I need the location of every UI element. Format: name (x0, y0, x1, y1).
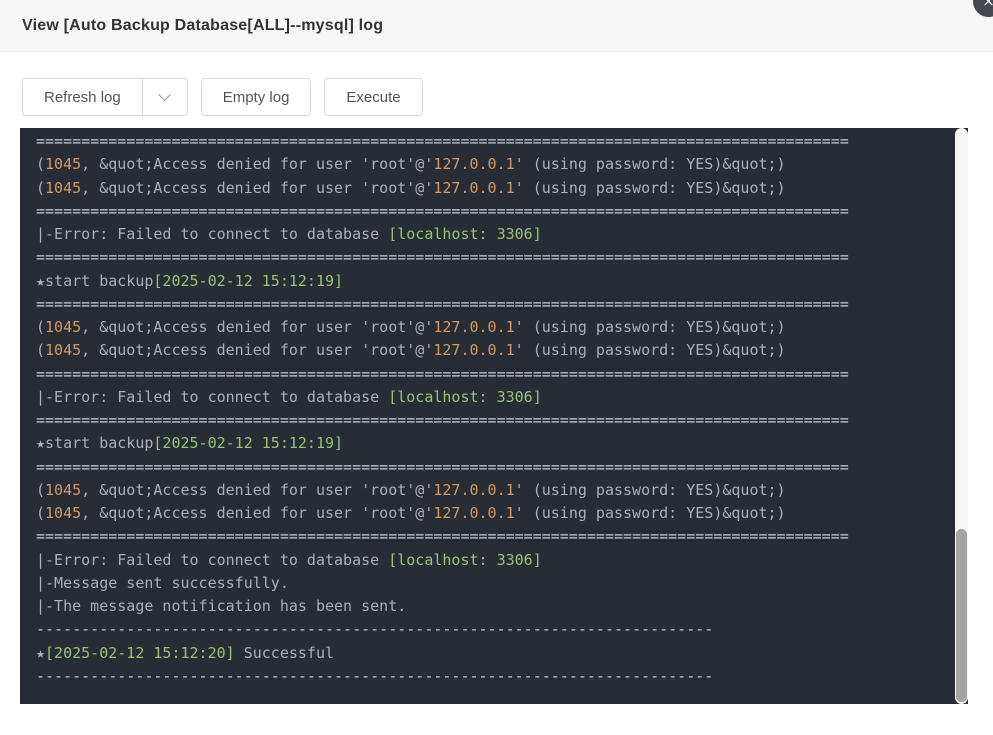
log-scrollbar-thumb[interactable] (956, 529, 967, 702)
log-line: |-Message sent successfully. (36, 573, 289, 592)
toolbar: Refresh log Empty log Execute (0, 52, 993, 116)
execute-button[interactable]: Execute (324, 78, 423, 116)
refresh-split-button: Refresh log (22, 78, 188, 116)
log-line: ★[2025-02-12 15:12:20] Successful (36, 643, 335, 662)
log-line: |-The message notification has been sent… (36, 597, 407, 615)
log-line: (1045, &quot;Access denied for user 'roo… (36, 341, 786, 360)
log-line: |-Error: Failed to connect to database [… (36, 550, 542, 569)
log-scrollbar[interactable] (955, 128, 968, 704)
log-line: ========================================… (36, 527, 849, 546)
dialog-title: View [Auto Backup Database[ALL]--mysql] … (22, 16, 384, 34)
log-line: ========================================… (36, 248, 849, 267)
log-line: ----------------------------------------… (36, 620, 714, 639)
log-line: ========================================… (36, 364, 849, 383)
log-line: ========================================… (36, 411, 849, 429)
log-line: ========================================… (36, 294, 849, 313)
log-line: (1045, &quot;Access denied for user 'roo… (36, 178, 786, 197)
log-line: ★start backup[2025-02-12 15:12:19] (36, 271, 344, 290)
log-line: |-Error: Failed to connect to database [… (36, 225, 542, 243)
log-line: (1045, &quot;Access denied for user 'roo… (36, 318, 786, 336)
log-line: ========================================… (36, 132, 849, 150)
log-line: ★start backup[2025-02-12 15:12:19] (36, 434, 344, 453)
log-line: |-Error: Failed to connect to database [… (36, 387, 542, 406)
chevron-down-icon (158, 87, 172, 101)
log-line: (1045, &quot;Access denied for user 'roo… (36, 155, 786, 174)
log-content: ========================================… (20, 128, 968, 688)
log-line: ----------------------------------------… (36, 666, 714, 685)
close-icon[interactable]: × (973, 0, 993, 17)
refresh-log-button[interactable]: Refresh log (22, 78, 142, 116)
close-glyph: × (982, 0, 993, 10)
log-line: ========================================… (36, 457, 849, 476)
log-viewer[interactable]: ========================================… (20, 128, 968, 704)
refresh-dropdown-button[interactable] (141, 78, 188, 116)
empty-log-button[interactable]: Empty log (200, 78, 312, 116)
log-line: (1045, &quot;Access denied for user 'roo… (36, 480, 786, 499)
log-line: ========================================… (36, 201, 849, 220)
log-line: (1045, &quot;Access denied for user 'roo… (36, 504, 786, 522)
dialog-header: View [Auto Backup Database[ALL]--mysql] … (0, 0, 993, 52)
